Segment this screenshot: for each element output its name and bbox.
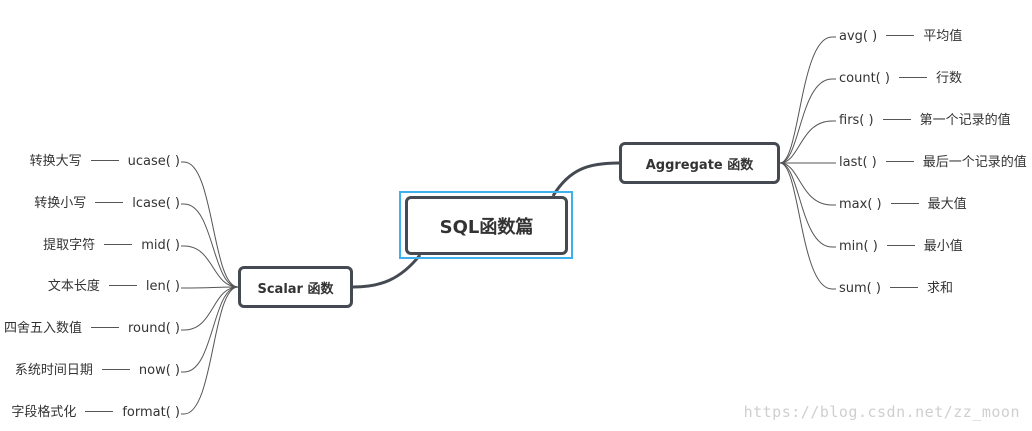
leaf-desc: 转换大写: [29, 154, 82, 169]
leaf-dash: [101, 369, 130, 370]
root-node-label: SQL函数篇: [439, 216, 534, 238]
scalar-leaf-format[interactable]: 字段格式化 format( ): [11, 405, 180, 421]
scalar-branch-line: [181, 286, 239, 373]
aggregate-branch-line: [779, 36, 836, 164]
scalar-node-label: Scalar 函数: [257, 281, 334, 297]
scalar-branch-lines: [181, 161, 239, 415]
scalar-leaf-lcase[interactable]: 转换小写 lcase( ): [34, 196, 180, 212]
scalar-leaf-now[interactable]: 系统时间日期 now( ): [15, 363, 180, 379]
leaf-desc: 最后一个记录的值: [922, 155, 1027, 170]
aggregate-branch-line: [779, 162, 836, 248]
scalar-node[interactable]: Scalar 函数: [238, 266, 353, 308]
leaf-func: sum( ): [839, 281, 881, 296]
scalar-leaf-ucase[interactable]: 转换大写 ucase( ): [30, 154, 180, 170]
aggregate-node-label: Aggregate 函数: [645, 157, 754, 173]
aggregate-leaf-count[interactable]: count( ) 行数: [839, 71, 962, 87]
leaf-dash: [95, 202, 124, 203]
root-selection-outline: [399, 191, 573, 259]
leaf-dash: [890, 203, 919, 204]
leaf-dash: [886, 35, 915, 36]
root-to-aggregate-line: [551, 161, 620, 197]
leaf-func: min( ): [839, 239, 878, 254]
leaf-dash: [85, 411, 114, 412]
leaf-desc: 字段格式化: [11, 405, 77, 420]
leaf-func: firs( ): [839, 113, 874, 128]
leaf-desc: 最小值: [923, 239, 963, 254]
leaf-func: now( ): [138, 363, 180, 378]
leaf-desc: 转换小写: [34, 196, 87, 211]
aggregate-branch-lines: [779, 36, 836, 290]
leaf-func: lcase( ): [132, 196, 180, 211]
aggregate-leaf-sum[interactable]: sum( ) 求和: [839, 281, 953, 297]
leaf-dash: [898, 77, 927, 78]
scalar-branch-line: [181, 203, 239, 288]
leaf-dash: [104, 244, 133, 245]
scalar-branch-line: [181, 286, 239, 331]
root-node[interactable]: SQL函数篇: [405, 196, 568, 255]
leaf-dash: [90, 327, 119, 328]
aggregate-leaf-last[interactable]: last( ) 最后一个记录的值: [839, 155, 1027, 171]
leaf-func: max( ): [839, 197, 882, 212]
leaf-func: ucase( ): [127, 154, 180, 169]
leaf-func: len( ): [145, 279, 180, 294]
scalar-branch-line: [181, 245, 239, 288]
leaf-dash: [889, 287, 918, 288]
leaf-dash: [108, 285, 137, 286]
leaf-desc: 求和: [926, 281, 953, 296]
aggregate-leaf-max[interactable]: max( ) 最大值: [839, 197, 967, 213]
leaf-desc: 行数: [935, 71, 962, 86]
leaf-desc: 提取字符: [43, 238, 96, 253]
scalar-leaf-round[interactable]: 四舍五入数值 round( ): [4, 321, 180, 337]
aggregate-branch-line: [779, 78, 836, 164]
leaf-desc: 最大值: [927, 197, 967, 212]
leaf-dash: [886, 245, 915, 246]
leaf-desc: 四舍五入数值: [3, 321, 82, 336]
leaf-dash: [885, 161, 914, 162]
scalar-leaf-len[interactable]: 文本长度 len( ): [48, 279, 180, 295]
aggregate-branch-line: [779, 162, 836, 290]
leaf-func: mid( ): [141, 238, 180, 253]
scalar-branch-line: [181, 161, 239, 288]
aggregate-leaf-avg[interactable]: avg( ) 平均值: [839, 29, 962, 45]
aggregate-node[interactable]: Aggregate 函数: [619, 142, 780, 184]
leaf-func: last( ): [839, 155, 877, 170]
scalar-branch-line: [181, 286, 239, 289]
leaf-desc: 文本长度: [47, 279, 100, 294]
aggregate-branch-line: [779, 162, 836, 206]
leaf-func: count( ): [839, 71, 890, 86]
aggregate-branch-line: [779, 120, 836, 164]
leaf-dash: [882, 119, 911, 120]
watermark-text: https://blog.csdn.net/zz_moon: [743, 403, 1020, 421]
scalar-leaf-mid[interactable]: 提取字符 mid( ): [43, 238, 180, 254]
root-to-scalar-line: [352, 254, 422, 289]
leaf-func: avg( ): [839, 29, 878, 44]
aggregate-leaf-first[interactable]: firs( ) 第一个记录的值: [839, 113, 1011, 129]
leaf-desc: 系统时间日期: [14, 363, 93, 378]
aggregate-leaf-min[interactable]: min( ) 最小值: [839, 239, 963, 255]
leaf-dash: [90, 160, 119, 161]
leaf-desc: 平均值: [923, 29, 963, 44]
leaf-func: round( ): [127, 321, 180, 336]
scalar-branch-line: [181, 286, 239, 415]
leaf-desc: 第一个记录的值: [919, 113, 1011, 128]
leaf-func: format( ): [122, 405, 180, 420]
